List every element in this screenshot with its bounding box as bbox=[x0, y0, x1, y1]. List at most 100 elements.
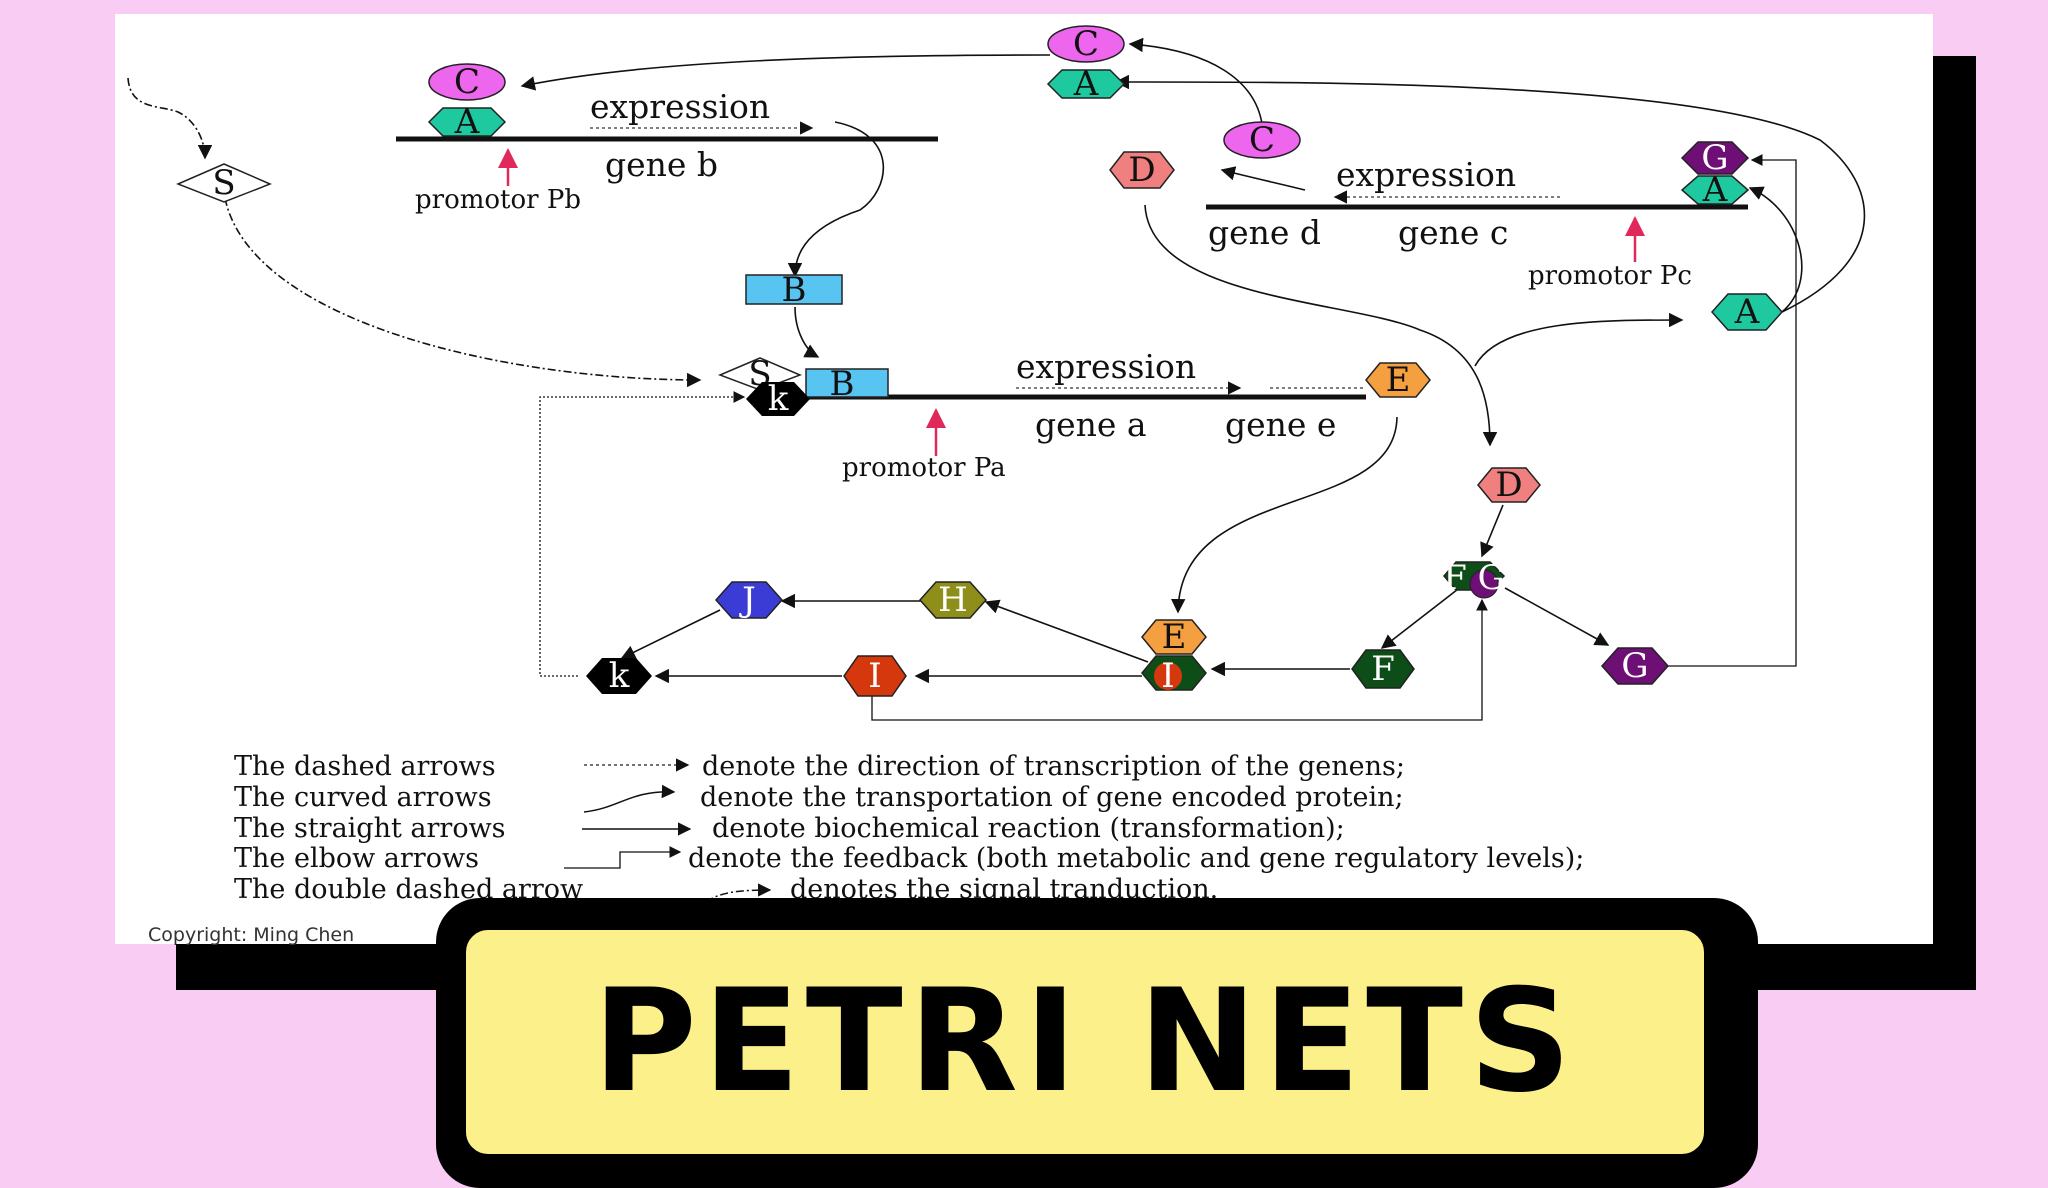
gene-dc-expression-label: expression bbox=[1336, 155, 1516, 194]
copyright-text: Copyright: Ming Chen bbox=[148, 924, 355, 946]
node-h: H bbox=[918, 580, 988, 620]
gene-a-label: gene a bbox=[1035, 405, 1147, 444]
gene-dc-group: expression gene d gene c promotor Pc bbox=[1206, 155, 1748, 291]
svg-text:F: F bbox=[1371, 649, 1395, 689]
title-banner: PETRI NETS bbox=[452, 916, 1718, 1168]
legend-row-straight: The straight arrows denote biochemical r… bbox=[234, 813, 1345, 844]
svg-text:denote the direction of transc: denote the direction of transcription of… bbox=[702, 751, 1405, 782]
curved-arrow-e-to-a bbox=[1474, 312, 1684, 367]
svg-text:The curved arrows: The curved arrows bbox=[234, 782, 492, 813]
node-f-bottom: F bbox=[1351, 649, 1415, 689]
node-a-right: A bbox=[1710, 292, 1784, 332]
svg-text:k: k bbox=[768, 379, 789, 419]
straight-arrow-fg-to-g bbox=[1504, 587, 1610, 646]
elbow-arrow-i-to-fg bbox=[871, 598, 1488, 721]
svg-text:A: A bbox=[454, 102, 480, 142]
gene-e-label: gene e bbox=[1225, 405, 1336, 444]
curved-arrow-c-up bbox=[1128, 37, 1263, 125]
node-k-bottom: k bbox=[586, 656, 652, 696]
node-g-bottom: G bbox=[1600, 646, 1670, 686]
svg-text:H: H bbox=[938, 580, 968, 620]
node-c-gene-b: C bbox=[428, 62, 506, 102]
gene-c-label: gene c bbox=[1398, 213, 1508, 252]
svg-text:D: D bbox=[1495, 465, 1522, 505]
promoter-pc-label: promotor Pc bbox=[1528, 261, 1692, 291]
node-s-left: S bbox=[176, 163, 272, 203]
svg-text:denote the transportation of g: denote the transportation of gene encode… bbox=[700, 782, 1404, 813]
svg-text:C: C bbox=[454, 62, 480, 102]
gene-b-expression-label: expression bbox=[590, 87, 770, 126]
svg-text:The dashed arrows: The dashed arrows bbox=[234, 751, 496, 782]
curved-arrow-e-to-e bbox=[1171, 416, 1398, 614]
connector-arrows bbox=[127, 37, 1866, 721]
svg-text:A: A bbox=[1734, 292, 1760, 332]
straight-arrow-j-to-k bbox=[620, 609, 721, 659]
svg-text:A: A bbox=[1702, 170, 1728, 210]
legend-row-elbow: The elbow arrows denote the feedback (bo… bbox=[234, 843, 1584, 874]
node-d-right: D bbox=[1477, 465, 1541, 505]
node-d-top: D bbox=[1109, 150, 1175, 190]
svg-text:F G: F G bbox=[1443, 558, 1505, 598]
gene-b-label: gene b bbox=[605, 145, 718, 184]
svg-text:G: G bbox=[1701, 138, 1728, 178]
elbow-arrow-k-to-promoter-a bbox=[539, 391, 746, 677]
node-j: J bbox=[714, 580, 784, 620]
petri-net-diagram: expression gene b promotor Pb expression… bbox=[127, 24, 1866, 905]
legend-curved-arrow bbox=[583, 784, 676, 813]
svg-text:k: k bbox=[609, 656, 630, 696]
svg-text:S: S bbox=[212, 163, 235, 203]
diagram-card bbox=[115, 14, 1933, 944]
svg-text:B: B bbox=[782, 270, 807, 310]
svg-text:I: I bbox=[1161, 656, 1174, 696]
curved-arrow-a-to-ca bbox=[1114, 74, 1866, 313]
curved-arrow-gene-b-to-b bbox=[787, 121, 885, 278]
node-a-top: A bbox=[1046, 64, 1126, 104]
svg-text:denote the feedback (both meta: denote the feedback (both metabolic and … bbox=[688, 843, 1584, 874]
gene-ae-expression-label: expression bbox=[1016, 347, 1196, 386]
node-g-gene-dc: G bbox=[1680, 138, 1750, 178]
curved-arrow-c-from-gene bbox=[1220, 166, 1306, 191]
svg-text:I: I bbox=[868, 656, 881, 696]
gene-b-group: expression gene b promotor Pb bbox=[396, 87, 938, 215]
promoter-pb-label: promotor Pb bbox=[415, 185, 581, 215]
straight-arrow-fg-to-f bbox=[1380, 585, 1463, 649]
straight-arrow-ei-to-h bbox=[984, 599, 1149, 663]
node-k-promoter-a: k bbox=[746, 379, 810, 419]
legend-row-curved: The curved arrows denote the transportat… bbox=[234, 782, 1404, 813]
legend-elbow-arrow bbox=[564, 846, 682, 869]
node-b-promoter-a: B bbox=[805, 364, 889, 404]
svg-text:denote biochemical reaction (t: denote biochemical reaction (transformat… bbox=[712, 813, 1345, 844]
curved-arrow-d-to-d bbox=[1144, 204, 1498, 447]
curved-arrow-ca-to-promoter-b bbox=[520, 54, 1051, 91]
svg-text:D: D bbox=[1128, 150, 1155, 190]
node-i-bottom: I bbox=[843, 655, 907, 697]
curved-arrow-b-to-promoter bbox=[794, 306, 820, 358]
svg-text:C: C bbox=[1249, 120, 1275, 160]
signal-arrow-to-s bbox=[127, 77, 213, 160]
svg-text:C: C bbox=[1073, 24, 1099, 64]
elbow-arrow-g-to-promoter-c bbox=[1668, 154, 1797, 667]
svg-text:A: A bbox=[1073, 64, 1099, 104]
node-c-top: C bbox=[1047, 24, 1125, 64]
signal-arrow-s-to-promoter-a bbox=[224, 197, 702, 388]
promoter-pa-label: promotor Pa bbox=[842, 453, 1006, 483]
svg-text:G: G bbox=[1621, 646, 1648, 686]
svg-text:The straight arrows: The straight arrows bbox=[234, 813, 506, 844]
svg-text:J: J bbox=[739, 580, 756, 620]
node-a-gene-dc: A bbox=[1680, 170, 1750, 210]
svg-text:E: E bbox=[1386, 360, 1411, 400]
legend-row-dashed: The dashed arrows denote the direction o… bbox=[234, 751, 1405, 782]
node-c-gene-dc: C bbox=[1223, 120, 1301, 160]
banner-title: PETRI NETS bbox=[592, 959, 1578, 1124]
node-ei-complex: E I bbox=[1141, 617, 1207, 696]
svg-text:B: B bbox=[830, 364, 855, 404]
svg-text:E: E bbox=[1162, 617, 1187, 657]
node-a-gene-b: A bbox=[427, 102, 507, 142]
node-fg-complex: F G bbox=[1443, 558, 1506, 599]
node-b-mid: B bbox=[745, 270, 843, 310]
svg-text:The elbow arrows: The elbow arrows bbox=[234, 843, 479, 874]
legend: The dashed arrows denote the direction o… bbox=[234, 751, 1584, 905]
gene-d-label: gene d bbox=[1208, 213, 1321, 252]
node-e-gene-e: E bbox=[1365, 360, 1431, 400]
gene-ae-group: expression gene a gene e promotor Pa bbox=[780, 347, 1366, 483]
